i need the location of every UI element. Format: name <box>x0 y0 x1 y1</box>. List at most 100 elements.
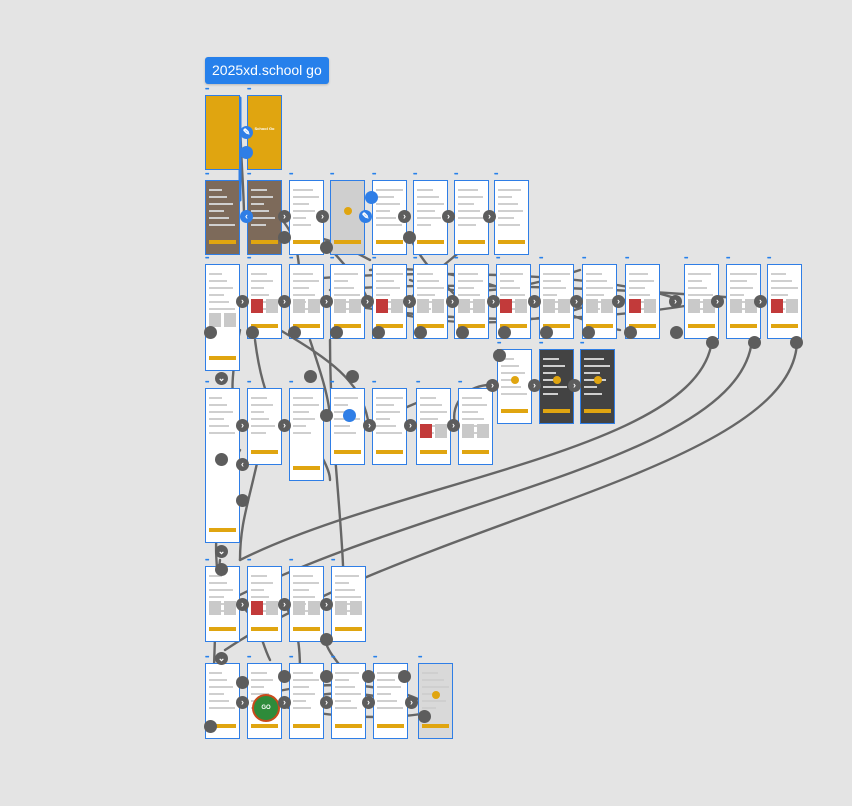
artboard-thumbnail[interactable] <box>458 388 493 465</box>
chevron-right-icon[interactable]: › <box>278 419 291 432</box>
artboard-thumbnail[interactable] <box>205 264 240 371</box>
artboard-thumbnail[interactable] <box>418 663 453 739</box>
connector-handle[interactable] <box>343 409 356 422</box>
connector-handle[interactable] <box>240 146 253 159</box>
artboard-thumbnail[interactable] <box>330 264 365 339</box>
chevron-right-icon[interactable]: › <box>320 598 333 611</box>
artboard-label[interactable]: ••• <box>684 256 688 262</box>
artboard-thumbnail[interactable] <box>289 663 324 739</box>
artboard-label[interactable]: ••• <box>247 558 251 564</box>
connector-handle[interactable] <box>624 326 637 339</box>
artboard-thumbnail[interactable] <box>767 264 802 339</box>
artboard-thumbnail[interactable] <box>331 566 366 642</box>
chevron-right-icon[interactable]: › <box>236 295 249 308</box>
connector-handle[interactable] <box>365 191 378 204</box>
artboard-label[interactable]: ••• <box>330 380 334 386</box>
chevron-right-icon[interactable]: › <box>320 295 333 308</box>
flow-name-badge[interactable]: 2025xd.school go <box>205 57 329 84</box>
artboard-label[interactable]: ••• <box>330 172 334 178</box>
chevron-down-icon[interactable]: ⌄ <box>215 545 228 558</box>
connector-handle[interactable] <box>288 326 301 339</box>
connector-handle[interactable] <box>790 336 803 349</box>
artboard-label[interactable]: ••• <box>372 172 376 178</box>
artboard-label[interactable]: ••• <box>625 256 629 262</box>
artboard-label[interactable]: ••• <box>205 256 209 262</box>
connector-handle[interactable] <box>204 326 217 339</box>
chevron-right-icon[interactable]: › <box>405 696 418 709</box>
chevron-right-icon[interactable]: › <box>483 210 496 223</box>
artboard-label[interactable]: ••• <box>454 172 458 178</box>
artboard-label[interactable]: ••• <box>726 256 730 262</box>
artboard-label[interactable]: ••• <box>247 655 251 661</box>
connector-handle[interactable] <box>320 241 333 254</box>
chevron-right-icon[interactable]: › <box>363 419 376 432</box>
artboard-label[interactable]: ••• <box>205 380 209 386</box>
connector-handle[interactable] <box>403 231 416 244</box>
connector-handle[interactable] <box>414 326 427 339</box>
artboard-label[interactable]: ••• <box>497 341 501 347</box>
connector-handle[interactable] <box>706 336 719 349</box>
connector-handle[interactable] <box>246 326 259 339</box>
connector-handle[interactable] <box>330 326 343 339</box>
artboard-label[interactable]: ••• <box>289 655 293 661</box>
chevron-right-icon[interactable]: › <box>403 295 416 308</box>
chevron-right-icon[interactable]: › <box>446 295 459 308</box>
chevron-left-icon[interactable]: ‹ <box>236 458 249 471</box>
chevron-right-icon[interactable]: › <box>568 379 581 392</box>
artboard-label[interactable]: ••• <box>418 655 422 661</box>
chevron-right-icon[interactable]: › <box>278 598 291 611</box>
artboard-thumbnail[interactable] <box>497 349 532 424</box>
chevron-right-icon[interactable]: › <box>487 295 500 308</box>
artboard-thumbnail[interactable] <box>539 264 574 339</box>
artboard-label[interactable]: ••• <box>247 87 251 93</box>
artboard-label[interactable]: ••• <box>580 341 584 347</box>
artboard-thumbnail[interactable] <box>205 566 240 642</box>
connector-handle[interactable] <box>278 670 291 683</box>
connector-handle[interactable] <box>304 370 317 383</box>
artboard-label[interactable]: ••• <box>416 380 420 386</box>
artboard-label[interactable]: ••• <box>494 172 498 178</box>
connector-handle[interactable] <box>582 326 595 339</box>
chevron-right-icon[interactable]: › <box>236 598 249 611</box>
artboard-label[interactable]: ••• <box>458 380 462 386</box>
connector-handle[interactable] <box>320 409 333 422</box>
artboard-thumbnail[interactable] <box>372 388 407 465</box>
chevron-right-icon[interactable]: › <box>278 210 291 223</box>
artboard-label[interactable]: ••• <box>289 256 293 262</box>
prototype-wire[interactable] <box>238 338 714 562</box>
chevron-down-icon[interactable]: ⌄ <box>215 652 228 665</box>
chevron-left-icon[interactable]: ‹ <box>240 210 253 223</box>
chevron-right-icon[interactable]: › <box>442 210 455 223</box>
connector-handle[interactable] <box>215 563 228 576</box>
artboard-label[interactable]: ••• <box>539 341 543 347</box>
chevron-right-icon[interactable]: › <box>361 295 374 308</box>
artboard-thumbnail[interactable] <box>494 180 529 255</box>
artboard-label[interactable]: ••• <box>205 87 209 93</box>
artboard-label[interactable]: ••• <box>289 380 293 386</box>
connector-handle[interactable] <box>320 633 333 646</box>
chevron-right-icon[interactable]: › <box>316 210 329 223</box>
artboard-thumbnail[interactable] <box>247 566 282 642</box>
artboard-label[interactable]: ••• <box>330 256 334 262</box>
connector-handle[interactable] <box>278 231 291 244</box>
artboard-label[interactable]: ••• <box>205 655 209 661</box>
chevron-right-icon[interactable]: › <box>362 696 375 709</box>
artboard-label[interactable]: ••• <box>289 558 293 564</box>
chevron-right-icon[interactable]: › <box>278 295 291 308</box>
artboard-label[interactable]: ••• <box>247 380 251 386</box>
artboard-label[interactable]: ••• <box>205 558 209 564</box>
artboard-thumbnail[interactable] <box>205 95 240 170</box>
artboard-label[interactable]: ••• <box>331 655 335 661</box>
chevron-right-icon[interactable]: › <box>236 419 249 432</box>
artboard-thumbnail[interactable] <box>205 180 240 255</box>
artboard-label[interactable]: ••• <box>331 558 335 564</box>
chevron-right-icon[interactable]: › <box>447 419 460 432</box>
chevron-right-icon[interactable]: › <box>236 696 249 709</box>
connector-handle[interactable] <box>236 494 249 507</box>
connector-handle[interactable] <box>346 370 359 383</box>
artboard-label[interactable]: ••• <box>372 256 376 262</box>
artboard-thumbnail[interactable] <box>247 388 282 465</box>
artboard-label[interactable]: ••• <box>582 256 586 262</box>
chevron-right-icon[interactable]: › <box>528 379 541 392</box>
artboard-label[interactable]: ••• <box>205 172 209 178</box>
